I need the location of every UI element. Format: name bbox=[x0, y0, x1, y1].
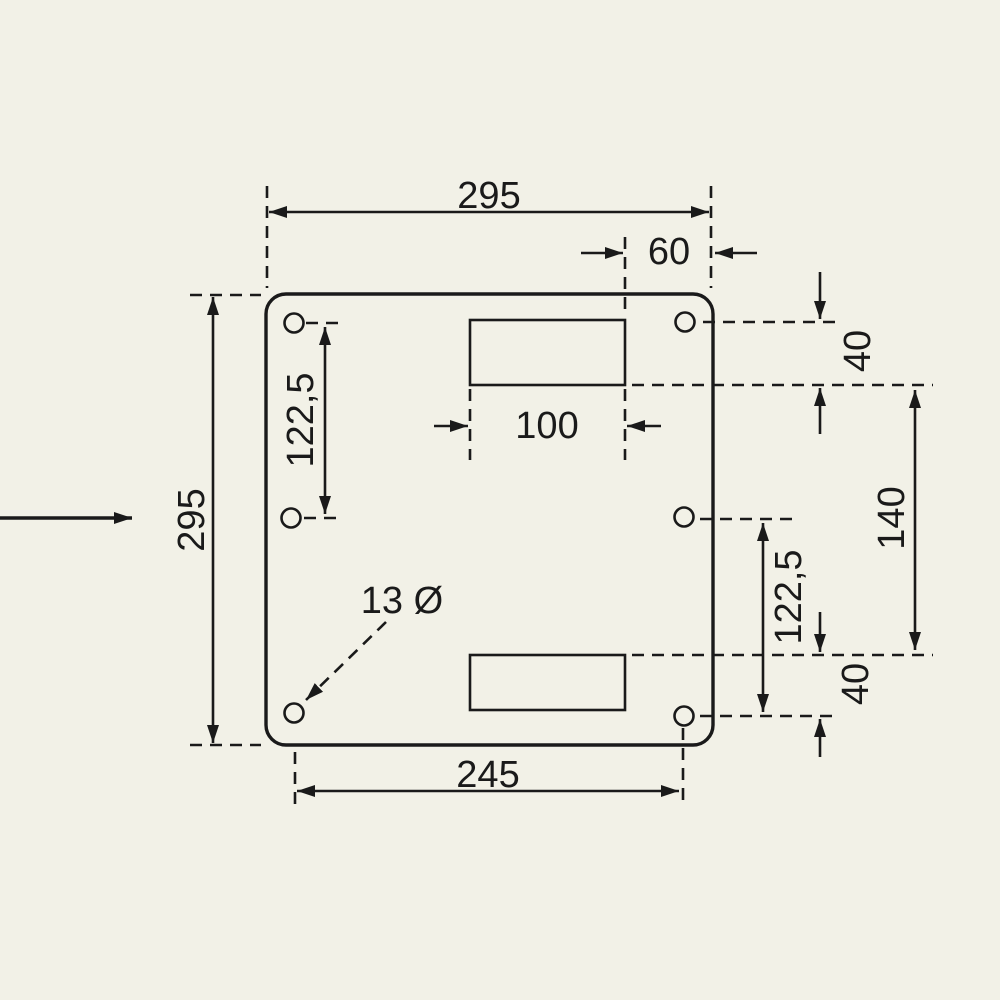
label-hole-diameter: 13 Ø bbox=[361, 580, 443, 622]
hole-top-left bbox=[283, 312, 305, 334]
hole-middle-right bbox=[673, 506, 695, 528]
label-slot-width: 100 bbox=[515, 405, 578, 447]
label-left-height: 295 bbox=[171, 488, 213, 551]
hole-top-right bbox=[674, 311, 696, 333]
label-left-hole-spacing: 122,5 bbox=[280, 372, 322, 467]
extension-lines bbox=[190, 186, 933, 806]
label-top-right-offset: 60 bbox=[648, 231, 690, 273]
bottom-slot bbox=[468, 653, 627, 712]
dimension-labels: 295 60 295 122,5 100 40 140 122,5 40 13 … bbox=[171, 175, 913, 796]
label-bottom-hole-spacing: 245 bbox=[456, 754, 519, 796]
label-right-bottom-offset: 40 bbox=[835, 663, 877, 705]
label-right-hole-spacing: 122,5 bbox=[768, 549, 810, 644]
plate-outline bbox=[264, 292, 715, 747]
hole-bottom-left bbox=[283, 702, 305, 724]
top-slot bbox=[468, 318, 627, 387]
plate-group bbox=[264, 292, 715, 747]
label-right-top-offset: 40 bbox=[837, 330, 879, 372]
label-top-width: 295 bbox=[457, 175, 520, 217]
hole-middle-left bbox=[280, 507, 302, 529]
leader-hole-diameter bbox=[305, 621, 387, 701]
hole-bottom-right bbox=[673, 705, 695, 727]
dimension-lines bbox=[0, 206, 921, 797]
label-right-span: 140 bbox=[871, 486, 913, 549]
